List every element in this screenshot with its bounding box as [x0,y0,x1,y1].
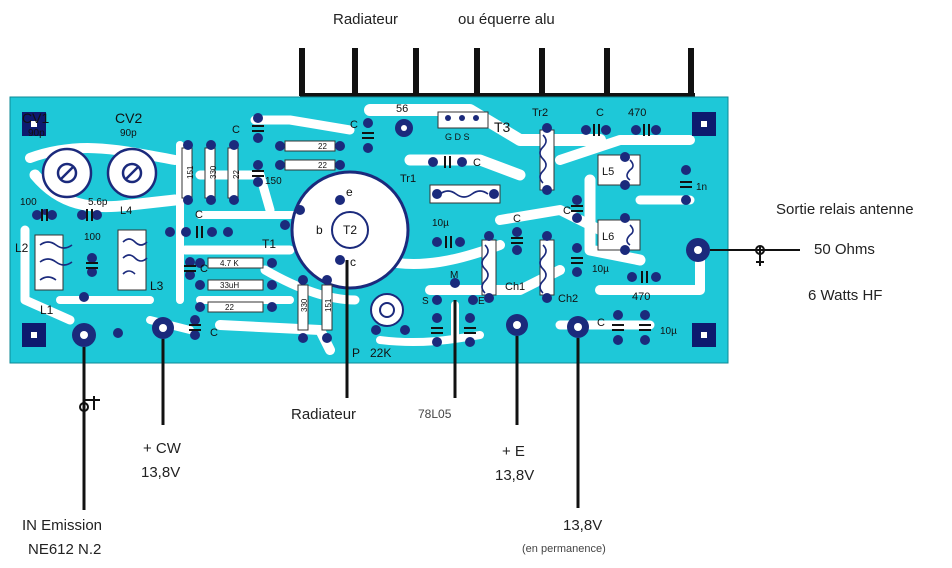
board-labels: CV1 90p CV2 90p 100 5.6p L4 100 L2 L1 L3… [15,103,707,360]
lbl-l1: L1 [40,303,54,317]
lbl-t3: T3 [494,119,511,135]
label-sortie-relais: Sortie relais antenne [776,201,914,218]
lbl-22b: 22 [225,303,234,312]
lbl-c3: C [200,263,208,275]
lbl-c150: 150 [265,176,282,187]
label-plus-cw: + CW [143,440,181,457]
coils [39,134,634,294]
lbl-56: 56 [396,103,408,115]
lbl-c5: C [350,119,358,131]
label-radiateur-top: Radiateur [333,11,399,28]
lbl-cv1: CV1 [22,110,49,126]
label-50-ohms: 50 Ohms [814,241,875,258]
label-in-emission: IN Emission [22,517,103,534]
lbl-tr2: Tr2 [532,107,548,119]
lbl-b: b [316,223,323,237]
lbl-470a: 470 [628,107,646,119]
label-78l05: 78L05 [418,407,452,421]
pcb-tracks [20,104,705,355]
lbl-tr1: Tr1 [400,173,416,185]
lbl-100b: 100 [84,232,101,243]
lbl-22c: 22 [318,142,327,151]
lbl-c4: C [210,327,218,339]
lbl-47k: 4.7 K [220,259,239,268]
lbl-l4: L4 [120,205,132,217]
connection-pads [72,119,710,347]
heatsink [299,48,695,99]
label-ne612: NE612 N.2 [28,541,102,558]
lbl-330b: 330 [300,298,309,312]
lbl-cv2: CV2 [115,110,142,126]
lbl-ch1: Ch1 [505,281,525,293]
lbl-l6: L6 [602,231,614,243]
lbl-r22: 22 [232,170,241,179]
lbl-c1: C [232,124,240,136]
mounting-holes [22,112,716,347]
lbl-l3: L3 [150,279,164,293]
label-en-permanence: (en permanence) [522,543,606,555]
lbl-c8: C [563,205,571,217]
lbl-22k: 22K [370,346,391,360]
lbl-c-top: C [596,107,604,119]
ground-symbols [79,245,765,412]
lbl-t2: T2 [343,223,357,237]
label-cw-voltage: 13,8V [141,464,181,481]
lbl-cv2-val: 90p [120,128,137,139]
lbl-ch2: Ch2 [558,293,578,305]
lbl-l2: L2 [15,241,29,255]
lbl-10u-b: 10µ [592,264,609,275]
lbl-e-reg: E [478,296,485,307]
label-e-voltage: 13,8V [495,467,535,484]
lbl-cv1-val: 90p [28,128,45,139]
label-plus-e: + E [502,443,525,460]
label-equerre-alu: ou équerre alu [458,11,555,28]
lbl-r151: 151 [186,165,195,179]
lbl-m: M [450,270,458,281]
lbl-c6: C [473,157,481,169]
lbl-p: P [352,346,360,360]
lbl-10u-c: 10µ [660,326,677,337]
lbl-s: S [422,296,429,307]
label-perm-voltage: 13,8V [563,517,603,534]
power-transistor [290,170,410,327]
lbl-1n: 1n [696,182,707,193]
lbl-100a: 100 [20,197,37,208]
lbl-r330: 330 [209,165,218,179]
lbl-151b: 151 [324,298,333,312]
lbl-33uh: 33uH [220,281,239,290]
variable-capacitors [41,147,158,199]
lbl-t3-pins: G D S [445,132,470,142]
component-bodies [34,111,641,331]
lbl-c9: C [597,317,605,329]
lbl-t1: T1 [262,237,276,251]
lbl-22d: 22 [318,161,327,170]
lbl-470b: 470 [632,291,650,303]
lbl-10u-a: 10µ [432,218,449,229]
lbl-e: e [346,185,353,199]
lbl-c7: C [513,213,521,225]
lbl-c2: C [195,209,203,221]
capacitor-symbols [41,124,692,334]
lbl-c: c [350,255,356,269]
label-6-watts: 6 Watts HF [808,287,883,304]
lbl-l5: L5 [602,166,614,178]
label-radiateur-bottom: Radiateur [291,406,357,423]
lbl-5p6: 5.6p [88,197,108,208]
